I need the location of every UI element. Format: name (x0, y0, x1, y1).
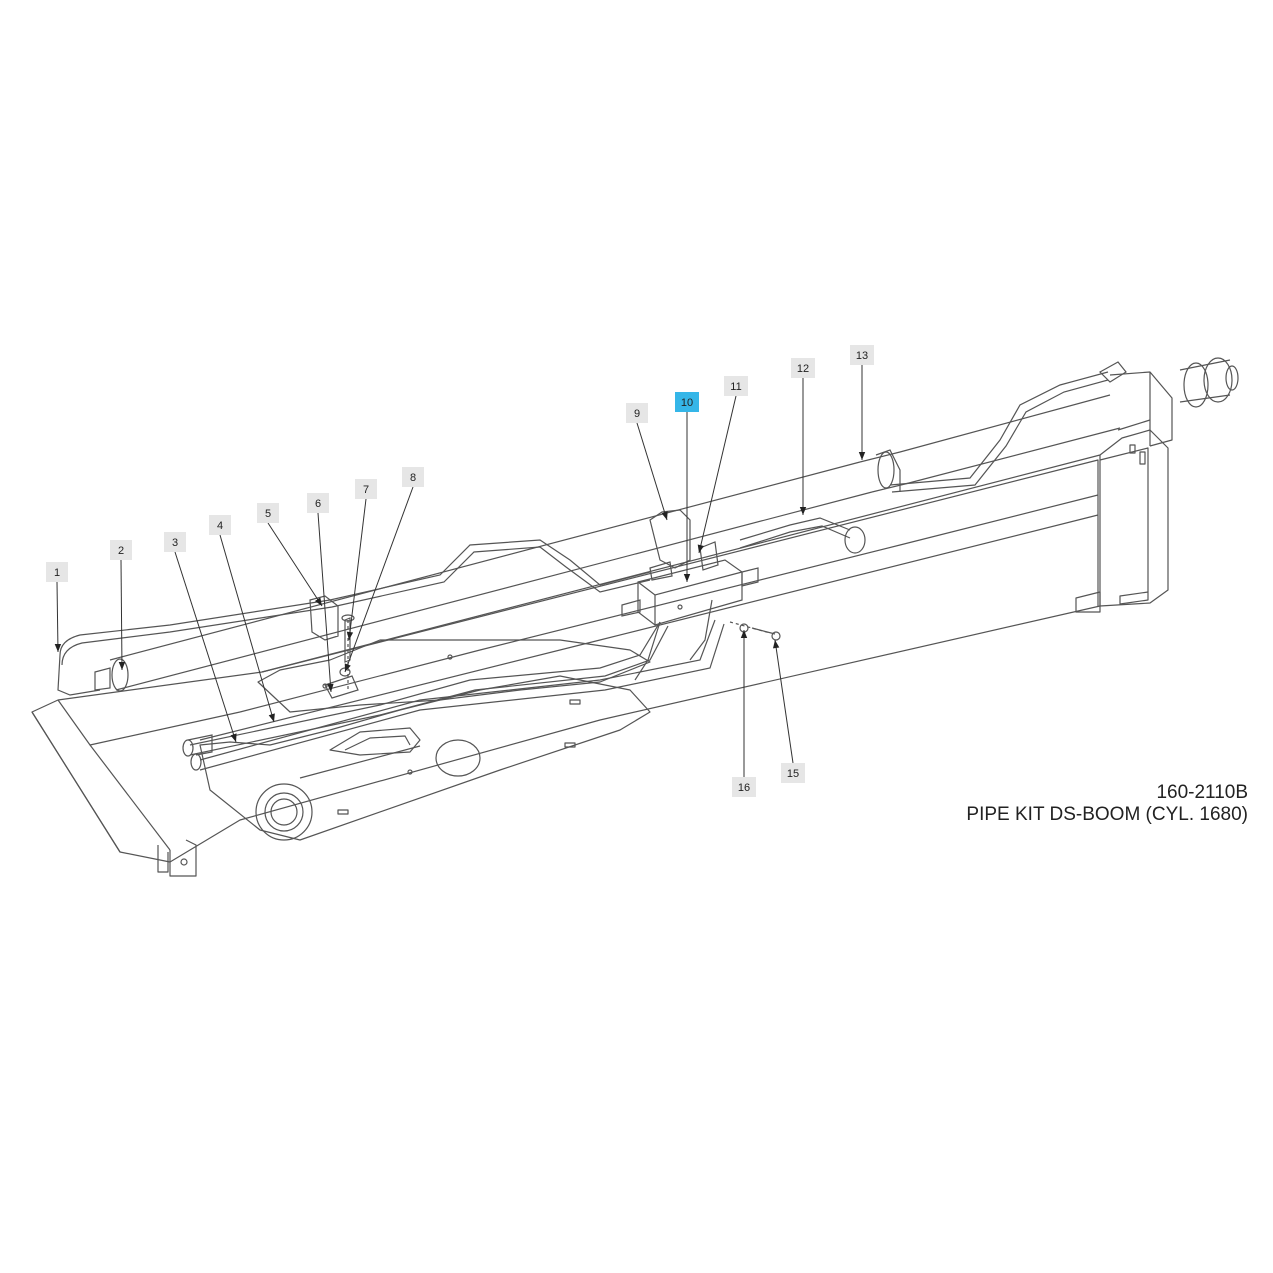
callout-arrowhead (118, 661, 126, 670)
callout-number: 8 (410, 472, 416, 484)
callout-tag[interactable] (724, 376, 748, 396)
callout-tag[interactable] (209, 515, 231, 535)
callout-number: 7 (363, 484, 369, 496)
pipe-kit (57, 361, 1127, 771)
callout-12[interactable]: 12 (791, 358, 815, 515)
callout-arrowhead (230, 733, 237, 742)
callout-tag[interactable] (732, 777, 756, 797)
callout-arrowhead (268, 713, 275, 722)
callout-tag[interactable] (675, 392, 699, 412)
callout-number: 11 (730, 381, 741, 393)
callout-9[interactable]: 9 (626, 403, 668, 521)
callout-10[interactable]: 10 (675, 392, 699, 582)
callout-6[interactable]: 6 (307, 493, 334, 693)
callout-leader (120, 559, 123, 671)
callout-arrowhead (314, 597, 322, 606)
drawing-title: PIPE KIT DS-BOOM (CYL. 1680) (966, 804, 1248, 825)
callout-tag[interactable] (110, 540, 132, 560)
callout-leader (174, 551, 237, 743)
callout-tag[interactable] (850, 345, 874, 365)
valve-block (621, 541, 759, 681)
callout-2[interactable]: 2 (110, 540, 132, 671)
callout-tag[interactable] (164, 532, 186, 552)
callout-number: 6 (315, 498, 321, 510)
callout-11[interactable]: 11 (697, 376, 748, 554)
callout-number: 9 (634, 408, 640, 420)
callout-5[interactable]: 5 (257, 503, 323, 607)
callout-13[interactable]: 13 (850, 345, 874, 460)
drawing-number: 160-2110B (1156, 782, 1248, 803)
callout-number: 3 (172, 537, 178, 549)
cylinder (94, 357, 1239, 692)
callout-8[interactable]: 8 (344, 467, 424, 673)
callout-leader (56, 581, 59, 653)
callout-number: 16 (738, 782, 750, 794)
callout-16[interactable]: 16 (732, 630, 756, 797)
callout-leader (317, 512, 332, 693)
callout-tag[interactable] (626, 403, 648, 423)
callout-arrowhead (661, 511, 668, 520)
callout-tag[interactable] (355, 479, 377, 499)
callout-number: 13 (856, 350, 868, 362)
callout-number: 1 (54, 567, 60, 579)
callout-tag[interactable] (257, 503, 279, 523)
callout-tag[interactable] (791, 358, 815, 378)
callout-arrowhead (740, 630, 748, 638)
callout-number: 12 (797, 363, 809, 375)
callout-1[interactable]: 1 (46, 562, 68, 653)
callout-number: 15 (787, 768, 799, 780)
callout-arrowhead (772, 640, 780, 649)
callout-arrowhead (344, 663, 351, 672)
boom-structure (31, 371, 1173, 877)
callout-3[interactable]: 3 (164, 532, 237, 743)
callout-leader (348, 498, 367, 641)
callout-leader (219, 534, 275, 723)
callout-number: 2 (118, 545, 124, 557)
callout-arrowhead (346, 631, 354, 640)
callout-arrowhead (327, 683, 334, 692)
callout-tag[interactable] (307, 493, 329, 513)
callout-leader (698, 395, 737, 554)
callout-leader (267, 522, 323, 607)
callout-number: 5 (265, 508, 271, 520)
callout-4[interactable]: 4 (209, 515, 275, 723)
callout-arrowhead (799, 507, 807, 515)
callout-leader (636, 422, 668, 521)
callout-tag[interactable] (402, 467, 424, 487)
callout-arrowhead (54, 643, 62, 652)
callout-arrowhead (697, 544, 704, 553)
callout-15[interactable]: 15 (772, 639, 805, 783)
callout-7[interactable]: 7 (346, 479, 377, 641)
callout-leader (344, 486, 414, 673)
callout-tag[interactable] (46, 562, 68, 582)
drawing-caption: 160-2110B PIPE KIT DS-BOOM (CYL. 1680) (966, 782, 1248, 826)
callout-number: 10 (681, 397, 693, 409)
callout-arrowhead (683, 574, 691, 582)
callout-arrowhead (858, 452, 866, 460)
callout-leader (774, 639, 794, 764)
callout-tag[interactable] (781, 763, 805, 783)
callout-number: 4 (217, 520, 223, 532)
